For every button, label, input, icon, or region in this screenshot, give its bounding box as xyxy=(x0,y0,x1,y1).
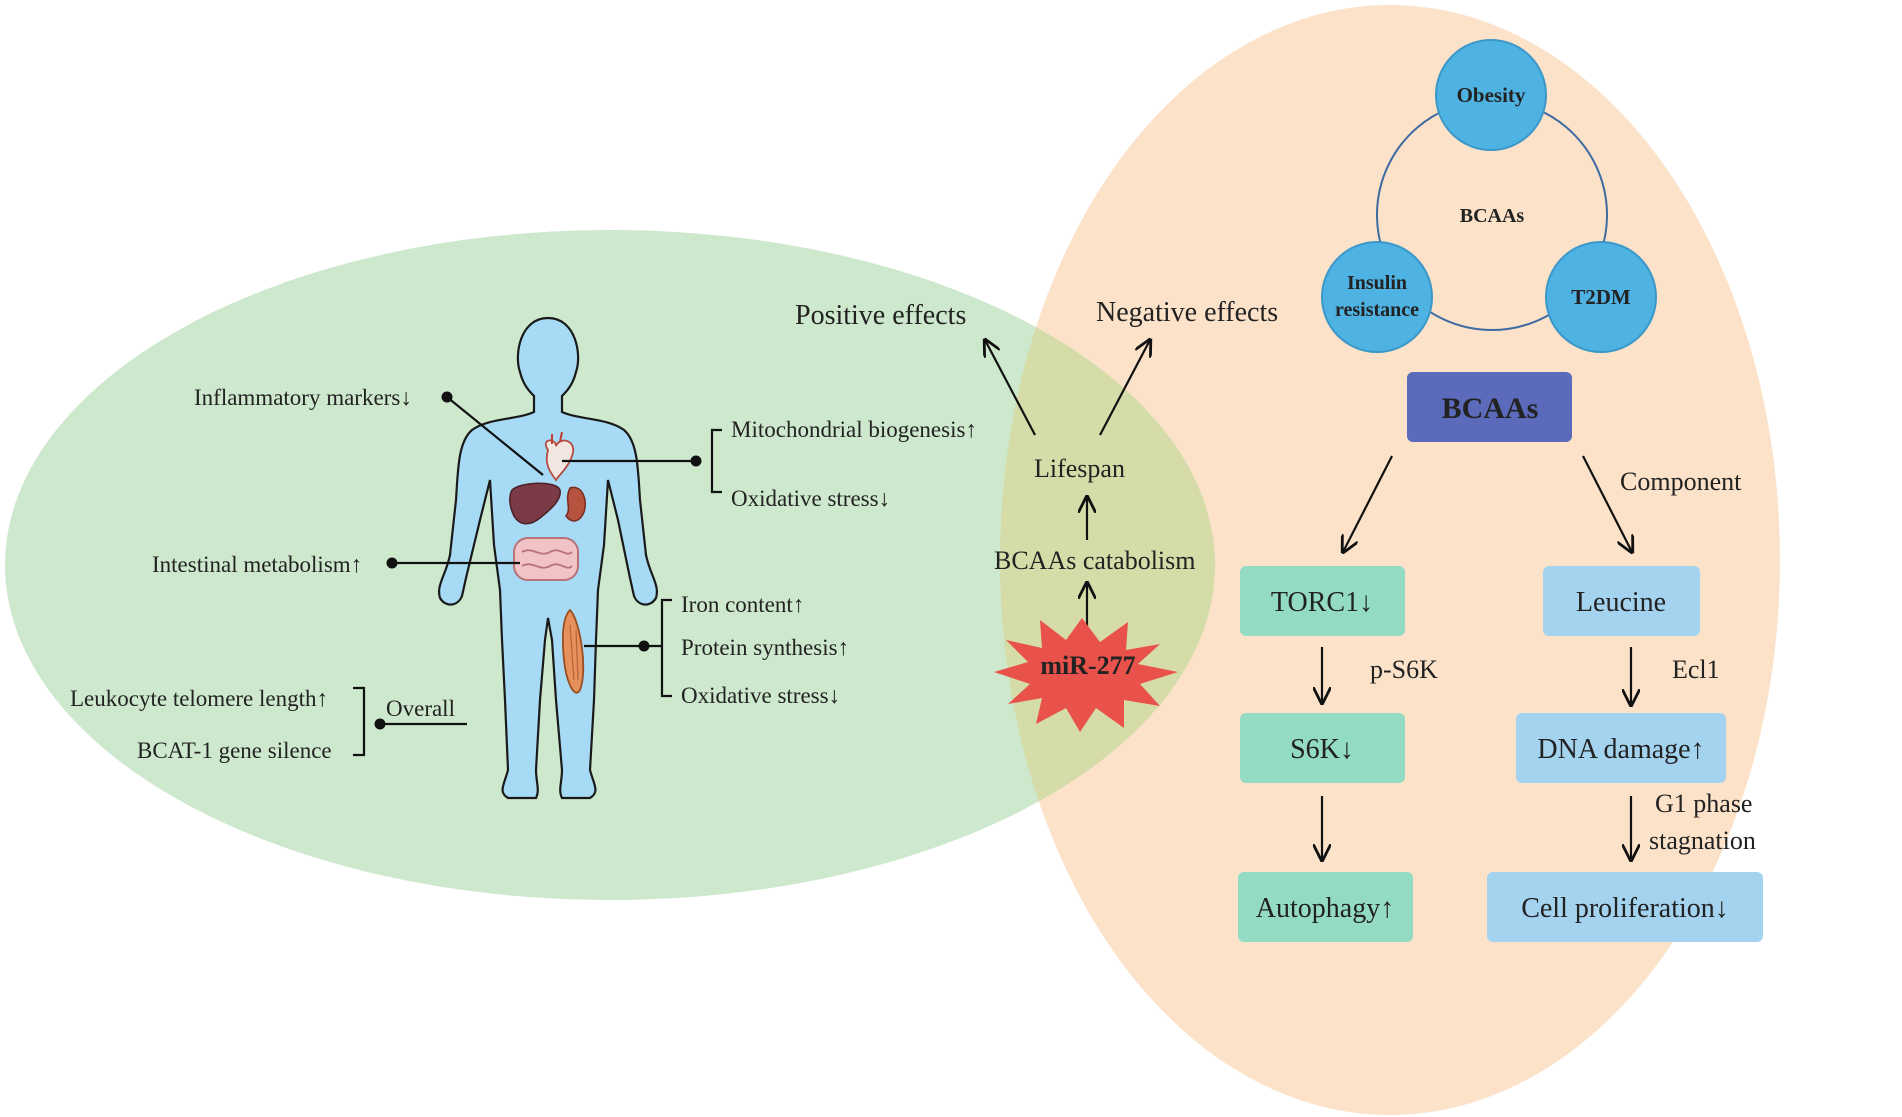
telomere-label: Leukocyte telomere length↑ xyxy=(70,686,328,711)
intestine-icon xyxy=(513,537,579,581)
arrow-to-negative xyxy=(1099,340,1150,436)
protein-label: Protein synthesis↑ xyxy=(681,635,849,660)
bcaas-box-label: BCAAs xyxy=(1442,392,1539,425)
dna-damage-box xyxy=(1516,713,1726,783)
g1-phase-label-1: G1 phase xyxy=(1655,789,1752,818)
ecl1-label: Ecl1 xyxy=(1672,655,1720,684)
heart-icon xyxy=(544,431,575,482)
insulin-label-1: Insulin xyxy=(1347,272,1407,294)
insulin-label-2: resistance xyxy=(1335,299,1419,321)
insulin-node xyxy=(1321,241,1433,353)
human-body-icon xyxy=(438,316,658,800)
arrow-bcaas-leucine xyxy=(1582,455,1632,552)
mir-277-label: miR-277 xyxy=(1040,651,1135,680)
positive-effects-label: Positive effects xyxy=(795,300,966,331)
inflammatory-label: Inflammatory markers↓ xyxy=(194,385,412,410)
leucine-box xyxy=(1543,566,1700,636)
intestinal-label: Intestinal metabolism↑ xyxy=(152,552,362,577)
torc1-label: TORC1↓ xyxy=(1271,587,1373,618)
catabolism-label: BCAAs catabolism xyxy=(994,546,1196,575)
mir-277-star xyxy=(994,618,1178,732)
component-label: Component xyxy=(1620,467,1742,496)
muscle-icon xyxy=(562,608,585,694)
cell-proliferation-label: Cell proliferation↓ xyxy=(1521,893,1729,924)
kidney-icon xyxy=(565,486,586,522)
mito-label: Mitochondrial biogenesis↑ xyxy=(731,417,977,442)
t2dm-label: T2DM xyxy=(1571,285,1631,309)
liver-icon xyxy=(509,482,561,525)
dna-damage-label: DNA damage↑ xyxy=(1537,734,1704,765)
lifespan-label: Lifespan xyxy=(1034,454,1125,483)
autophagy-label: Autophagy↑ xyxy=(1256,893,1394,924)
torc1-box xyxy=(1240,566,1405,636)
overall-label: Overall xyxy=(386,696,455,721)
arrow-bcaas-torc1 xyxy=(1343,455,1393,552)
oxid2-label: Oxidative stress↓ xyxy=(681,683,840,708)
green-ellipse xyxy=(5,230,1215,900)
arrow-to-positive xyxy=(985,340,1036,436)
negative-effects-label: Negative effects xyxy=(1096,297,1278,328)
oxid1-label: Oxidative stress↓ xyxy=(731,486,890,511)
iron-label: Iron content↑ xyxy=(681,592,804,617)
obesity-node xyxy=(1435,39,1547,151)
bcat-label: BCAT-1 gene silence xyxy=(137,738,332,763)
g1-phase-label-2: stagnation xyxy=(1649,826,1756,855)
t2dm-node xyxy=(1545,241,1657,353)
leucine-label: Leucine xyxy=(1576,587,1666,618)
ps6k-label: p-S6K xyxy=(1370,655,1438,684)
s6k-box xyxy=(1240,713,1405,783)
autophagy-box xyxy=(1238,872,1413,942)
s6k-label: S6K↓ xyxy=(1290,734,1354,765)
bcaas-box xyxy=(1407,372,1572,442)
obesity-label: Obesity xyxy=(1457,83,1526,107)
cell-proliferation-box xyxy=(1487,872,1763,942)
cycle-center-label: BCAAs xyxy=(1460,205,1525,227)
left-connectors xyxy=(353,391,722,757)
